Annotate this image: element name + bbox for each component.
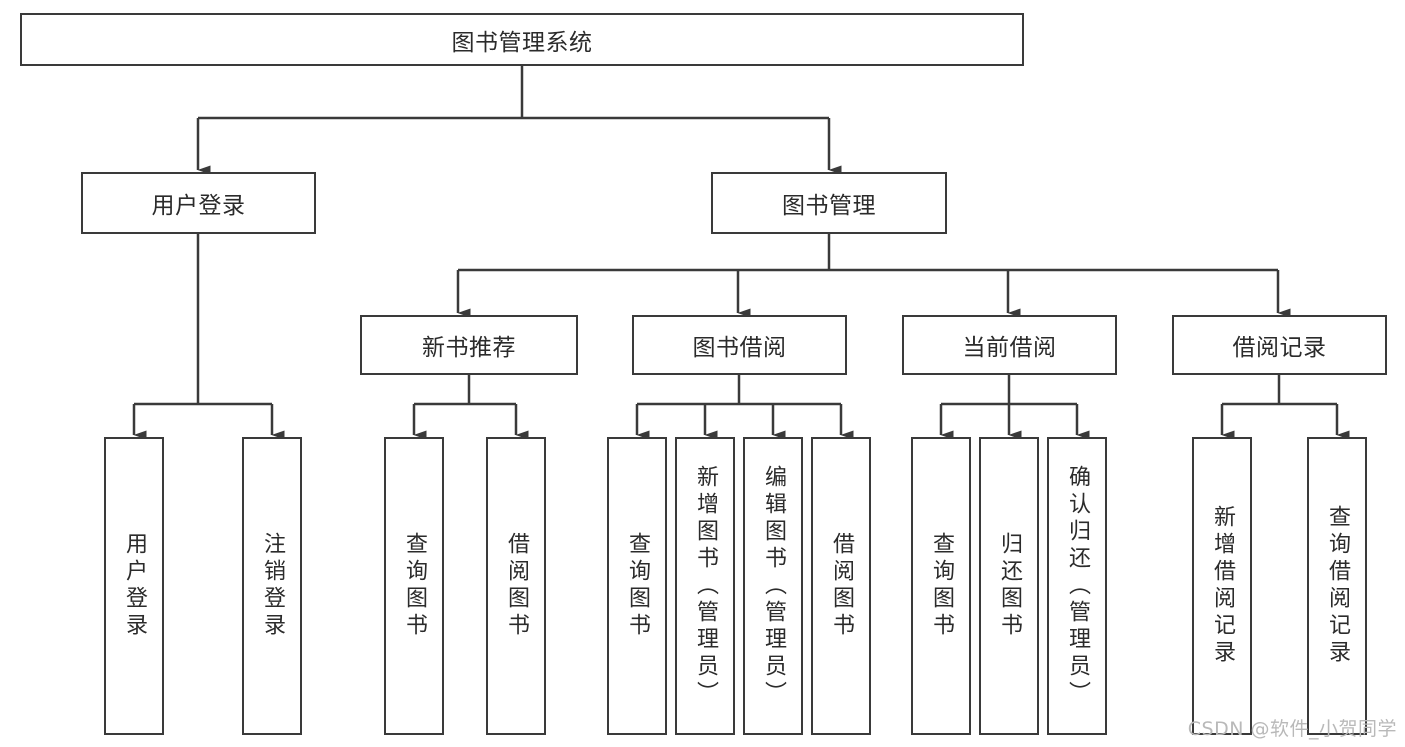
node-label: 新增图书（管理员） [693, 464, 718, 708]
watermark-text: CSDN @软件_小贺同学 [1187, 718, 1397, 740]
node-label: 新增借阅记录 [1210, 505, 1235, 667]
node-label: 借阅图书 [504, 532, 529, 640]
node-label: 用户登录 [151, 193, 246, 219]
leaf-book-borrow-query[interactable]: 查询图书 [607, 437, 667, 735]
node-current-borrow[interactable]: 当前借阅 [902, 315, 1117, 375]
leaf-current-borrow-query[interactable]: 查询图书 [911, 437, 971, 735]
node-label: 借阅记录 [1232, 335, 1327, 361]
node-label: 用户登录 [122, 532, 147, 640]
node-label: 编辑图书（管理员） [761, 464, 786, 708]
node-label: 借阅图书 [829, 532, 854, 640]
node-label: 查询借阅记录 [1325, 505, 1350, 667]
node-label: 图书管理 [782, 193, 876, 219]
node-label: 确认归还（管理员） [1065, 464, 1090, 708]
node-label: 图书管理系统 [451, 29, 593, 56]
node-label: 新书推荐 [422, 335, 516, 361]
node-label: 查询图书 [929, 532, 954, 640]
node-label: 当前借阅 [962, 335, 1057, 361]
leaf-book-borrow-add[interactable]: 新增图书（管理员） [675, 437, 735, 735]
leaf-book-borrow-borrow[interactable]: 借阅图书 [811, 437, 871, 735]
leaf-current-borrow-return[interactable]: 归还图书 [979, 437, 1039, 735]
leaf-user-login-login[interactable]: 用户登录 [104, 437, 164, 735]
leaf-current-borrow-confirm-return[interactable]: 确认归还（管理员） [1047, 437, 1107, 735]
node-label: 注销登录 [260, 532, 285, 640]
node-new-book-recommend[interactable]: 新书推荐 [360, 315, 578, 375]
node-book-borrow[interactable]: 图书借阅 [632, 315, 847, 375]
leaf-new-book-borrow[interactable]: 借阅图书 [486, 437, 546, 735]
leaf-book-borrow-edit[interactable]: 编辑图书（管理员） [743, 437, 803, 735]
leaf-borrow-record-query[interactable]: 查询借阅记录 [1307, 437, 1367, 735]
node-label: 归还图书 [997, 532, 1022, 640]
node-label: 查询图书 [402, 532, 427, 640]
node-root-system[interactable]: 图书管理系统 [20, 13, 1024, 66]
node-book-management[interactable]: 图书管理 [711, 172, 947, 234]
node-user-login[interactable]: 用户登录 [81, 172, 316, 234]
node-label: 查询图书 [625, 532, 650, 640]
leaf-new-book-query[interactable]: 查询图书 [384, 437, 444, 735]
node-label: 图书借阅 [692, 335, 787, 361]
leaf-user-login-logout[interactable]: 注销登录 [242, 437, 302, 735]
node-borrow-record[interactable]: 借阅记录 [1172, 315, 1387, 375]
leaf-borrow-record-add[interactable]: 新增借阅记录 [1192, 437, 1252, 735]
